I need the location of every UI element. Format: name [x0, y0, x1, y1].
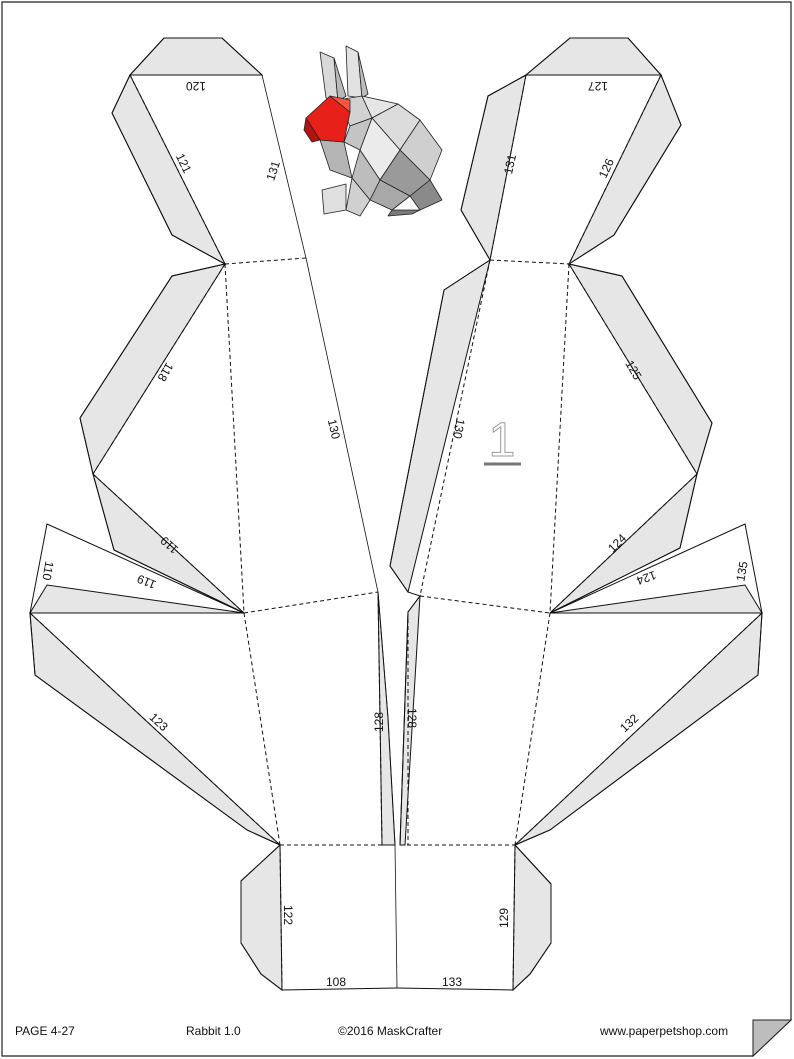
- label-128-left: 128: [372, 712, 386, 732]
- label-131-right: 131: [501, 153, 519, 176]
- label-135: 135: [733, 560, 750, 582]
- rabbit-preview-image: [303, 45, 443, 217]
- label-127: 127: [588, 79, 608, 93]
- label-128-right: 128: [405, 708, 419, 728]
- label-122: 122: [281, 905, 295, 925]
- footer-page-number: PAGE 4-27: [15, 1024, 75, 1038]
- sheet-number: 1: [489, 414, 516, 467]
- left-piece: [29, 37, 398, 992]
- footer-copyright: ©2016 MaskCrafter: [338, 1024, 443, 1038]
- footer-website: www.paperpetshop.com: [600, 1024, 729, 1038]
- label-133: 133: [442, 975, 462, 989]
- label-124-b: 124: [634, 568, 658, 588]
- right-piece: [389, 37, 763, 992]
- footer-model-name: Rabbit 1.0: [186, 1024, 241, 1038]
- label-129: 129: [497, 908, 511, 928]
- label-110: 110: [39, 560, 56, 582]
- page-curl: [752, 1019, 793, 1058]
- label-120: 120: [186, 79, 206, 93]
- page-footer: PAGE 4-27 Rabbit 1.0 ©2016 MaskCrafter w…: [0, 1024, 794, 1044]
- label-130-left: 130: [325, 418, 343, 441]
- label-108: 108: [326, 975, 346, 989]
- label-131-left: 131: [263, 159, 283, 183]
- label-130-right: 130: [450, 418, 468, 441]
- edge-labels: 120 121 131 130 118 119 119 110 123 128 …: [39, 79, 750, 989]
- label-119-b: 119: [135, 572, 158, 592]
